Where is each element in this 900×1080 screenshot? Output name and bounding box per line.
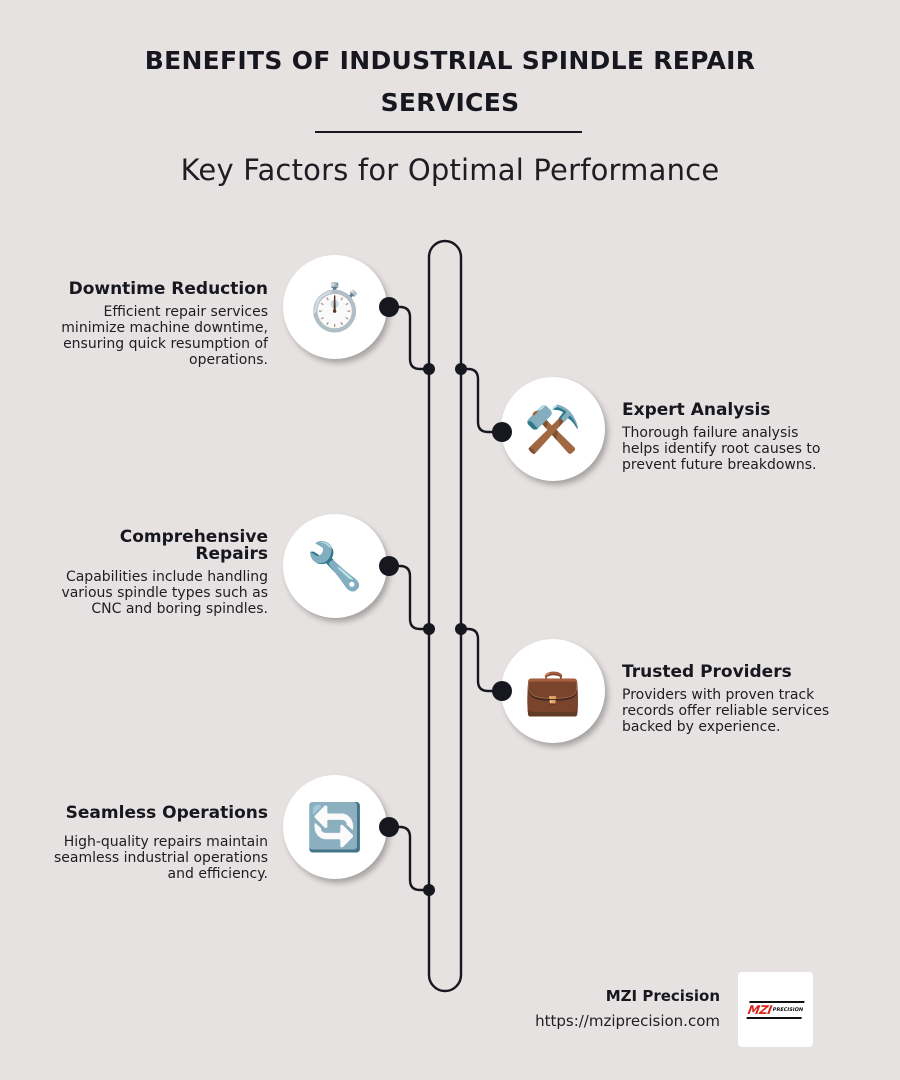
icon-circle-downtime: ⏱️ — [283, 255, 387, 359]
connector-line — [461, 367, 502, 434]
junction-dot — [423, 884, 435, 896]
wrench-icon: 🔧 — [306, 539, 364, 593]
item-title: Comprehensive Repairs — [119, 527, 268, 564]
item-comprehensive-repairs: Comprehensive Repairs Capabilities inclu… — [48, 527, 268, 618]
hammer-and-wrench-icon: ⚒️ — [524, 402, 582, 456]
item-description: Efficient repair services minimize machi… — [61, 304, 268, 368]
title-divider — [315, 131, 582, 133]
item-description: High-quality repairs maintain seamless i… — [53, 834, 268, 882]
item-downtime-reduction: Downtime Reduction Efficient repair serv… — [48, 279, 268, 369]
icon-circle-expert: ⚒️ — [501, 377, 605, 481]
item-title: Seamless Operations — [65, 803, 268, 823]
item-description: Providers with proven track records offe… — [622, 687, 830, 735]
company-name: MZI Precision — [605, 987, 720, 1005]
company-url-link[interactable]: https://mziprecision.com — [535, 1012, 720, 1030]
junction-dot — [423, 623, 435, 635]
briefcase-icon: 💼 — [524, 664, 582, 718]
item-title: Downtime Reduction — [68, 279, 268, 299]
icon-circle-trusted: 💼 — [501, 639, 605, 743]
timeline-rail — [427, 239, 463, 993]
stopwatch-icon: ⏱️ — [306, 280, 364, 334]
item-title: Trusted Providers — [622, 662, 792, 682]
item-description: Thorough failure analysis helps identify… — [622, 425, 821, 473]
logo-wordmark: PRECISION — [772, 1006, 804, 1013]
icon-circle-seamless: 🔄 — [283, 775, 387, 879]
mzi-logo-icon: MZI PRECISION — [746, 1000, 805, 1019]
company-logo: MZI PRECISION — [738, 972, 813, 1047]
junction-dot — [455, 363, 467, 375]
logo-mark: MZI — [746, 1002, 773, 1017]
connector-line — [389, 564, 429, 631]
item-seamless-operations: Seamless Operations High-quality repairs… — [48, 803, 268, 883]
connector-line — [461, 627, 502, 693]
item-trusted-providers: Trusted Providers Providers with proven … — [622, 662, 837, 736]
icon-circle-comprehensive: 🔧 — [283, 514, 387, 618]
page-subtitle: Key Factors for Optimal Performance — [180, 153, 720, 187]
refresh-arrows-icon: 🔄 — [306, 800, 364, 854]
item-title: Expert Analysis — [622, 400, 771, 420]
connector-line — [389, 305, 429, 371]
junction-dot — [455, 623, 467, 635]
junction-dot — [423, 363, 435, 375]
page-title: BENEFITS OF INDUSTRIAL SPINDLE REPAIR SE… — [144, 46, 756, 117]
connector-line — [389, 825, 429, 892]
item-description: Capabilities include handling various sp… — [61, 569, 268, 617]
item-expert-analysis: Expert Analysis Thorough failure analysi… — [622, 400, 837, 474]
